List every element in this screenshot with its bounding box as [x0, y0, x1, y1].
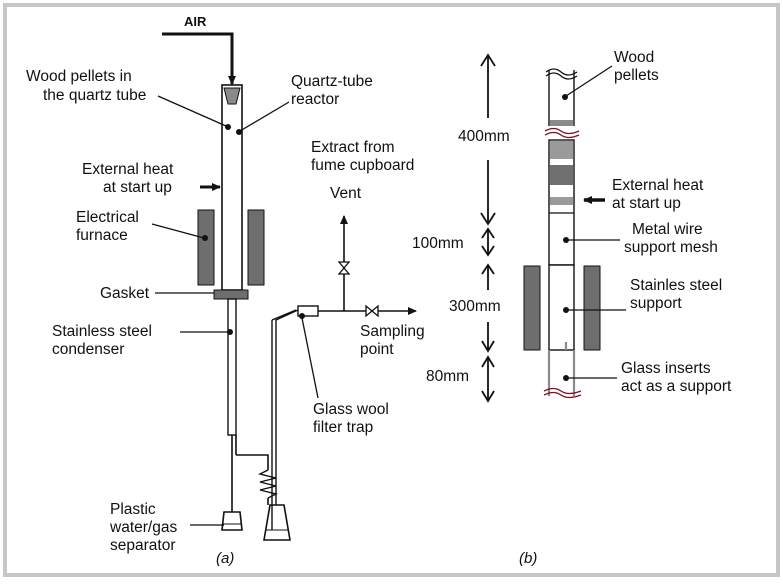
sampling-point-label: Sampling point	[360, 323, 429, 358]
furnace-block-left	[197, 209, 215, 286]
steel-support-dot	[563, 307, 569, 313]
furnace-block-b-left	[523, 265, 541, 351]
condenser-label: Stainless steel condenser	[52, 323, 156, 358]
caption-b: (b)	[519, 550, 537, 567]
extract-label: Extract from fume cupboard	[311, 139, 414, 174]
air-label: AIR	[184, 14, 207, 29]
pellet-band-3	[550, 197, 573, 205]
pellet-layer-top	[550, 120, 573, 126]
dim-80-tip-bottom	[481, 390, 495, 403]
quartz-tube	[221, 84, 243, 291]
break-mark-top-2	[545, 72, 578, 80]
air-inlet-arrow	[162, 32, 236, 85]
metal-wire-label: Metal wire support mesh	[624, 221, 718, 256]
wood-pellets-dot-b	[562, 94, 568, 100]
separator-bottle-left	[221, 511, 243, 531]
dim-300-tip-bottom	[481, 340, 495, 353]
break-mark-bottom-2	[543, 391, 582, 399]
wood-pellets-dot	[225, 124, 231, 130]
wood-pellets-label-b: Wood pellets	[614, 49, 659, 84]
dim-80-tip-top	[481, 355, 495, 368]
wood-pellets-in-tube	[223, 87, 241, 105]
dim-400-label: 400mm	[458, 128, 510, 145]
furnace-leader	[151, 223, 205, 239]
return-pipe-bend	[271, 309, 297, 321]
figure-frame	[3, 3, 780, 577]
steel-support-section	[548, 264, 575, 351]
vent-label: Vent	[330, 185, 362, 202]
wood-pellets-leader-b	[565, 65, 613, 97]
glass-wool-label: Glass wool filter trap	[313, 401, 393, 436]
condenser-tube	[227, 298, 237, 436]
break-mark-mid-2	[544, 131, 580, 139]
condenser-dot	[227, 329, 233, 335]
glass-inserts-label: Glass inserts act as a support	[621, 360, 732, 395]
dim-400-tip-bottom	[480, 212, 496, 226]
dim-100-tip-bottom	[481, 245, 495, 257]
gasket	[213, 289, 249, 300]
caption-a: (a)	[216, 550, 234, 567]
dim-80-label: 80mm	[426, 368, 469, 385]
dim-300-label: 300mm	[449, 298, 501, 315]
furnace-dot	[202, 235, 208, 241]
separator-label: Plastic water/gas separator	[109, 501, 182, 554]
break-mark-top	[545, 68, 578, 76]
dim-100-label: 100mm	[412, 235, 464, 252]
sampling-valve	[365, 304, 379, 318]
return-pipe-outer	[275, 309, 299, 505]
external-heat-label-a: External heat at start up	[82, 161, 178, 196]
pipe-to-coil	[236, 454, 269, 470]
gasket-label: Gasket	[100, 285, 150, 302]
pellet-band-1	[550, 141, 573, 159]
vent-valve	[337, 261, 351, 275]
external-heat-label-b: External heat at start up	[612, 177, 708, 212]
coil-spring	[257, 469, 279, 499]
furnace-block-b-right	[583, 265, 601, 351]
dim-300-tip-top	[481, 263, 495, 275]
steel-support-label: Stainles steel support	[630, 277, 727, 312]
dim-100-tip-top	[481, 227, 495, 239]
glass-wool-dot	[299, 313, 305, 319]
dim-400-tip-top	[480, 53, 496, 67]
glass-inserts-dot	[563, 375, 569, 381]
furnace-block-right	[247, 209, 265, 286]
break-mark-mid	[544, 127, 580, 135]
electrical-furnace-label: Electrical furnace	[76, 209, 143, 244]
wood-pellets-label: Wood pellets in the quartz tube	[26, 68, 146, 104]
quartz-reactor-dot	[236, 129, 242, 135]
panel-b: 400mm 100mm 300mm 80mm	[412, 49, 732, 567]
break-mark-bottom	[543, 387, 582, 395]
quartz-reactor-leader	[239, 101, 290, 132]
metal-wire-dot	[563, 237, 569, 243]
wood-pellets-leader	[157, 95, 227, 127]
separator-bottle-right	[263, 504, 291, 541]
panel-a: AIR	[26, 14, 429, 567]
glass-wool-leader	[301, 317, 319, 399]
quartz-reactor-label: Quartz-tube reactor	[291, 73, 377, 108]
pellet-band-2	[550, 165, 573, 185]
